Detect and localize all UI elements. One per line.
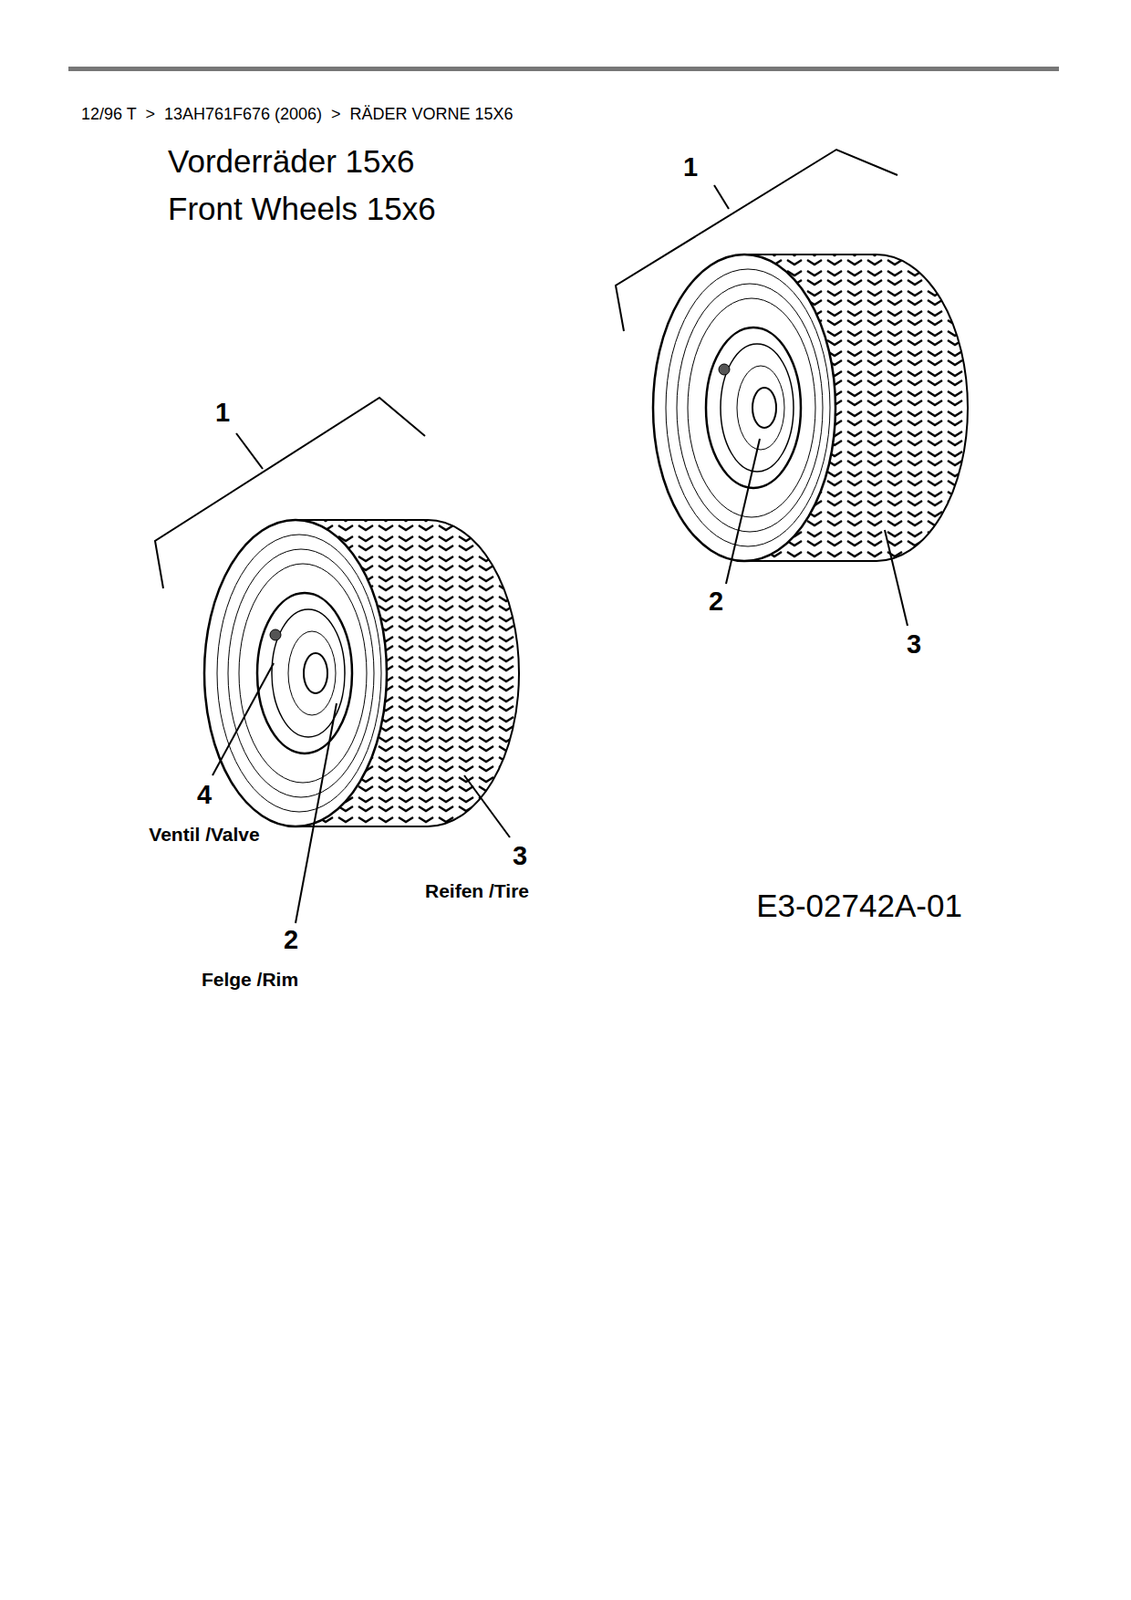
breadcrumb-title: 12/96 T > 13AH761F676 (2006) > RÄDER VOR…	[81, 105, 514, 125]
callout-number: 4	[197, 780, 212, 810]
callout-number: 3	[512, 841, 528, 872]
part-name: Felge /Rim	[201, 968, 299, 990]
heading-text: Front Wheels 15x6	[167, 191, 436, 228]
callout-number: 1	[215, 398, 230, 428]
part-name: Reifen /Tire	[425, 880, 530, 902]
callout-number: 2	[283, 925, 299, 955]
part-name: Ventil /Valve	[148, 823, 260, 845]
drawing-number: E3-02742A-01	[756, 888, 963, 924]
callout-number: 1	[683, 153, 698, 183]
heading-text: Vorderräder 15x6	[167, 144, 415, 180]
callout-number: 3	[906, 630, 922, 660]
callout-number: 2	[708, 587, 724, 617]
